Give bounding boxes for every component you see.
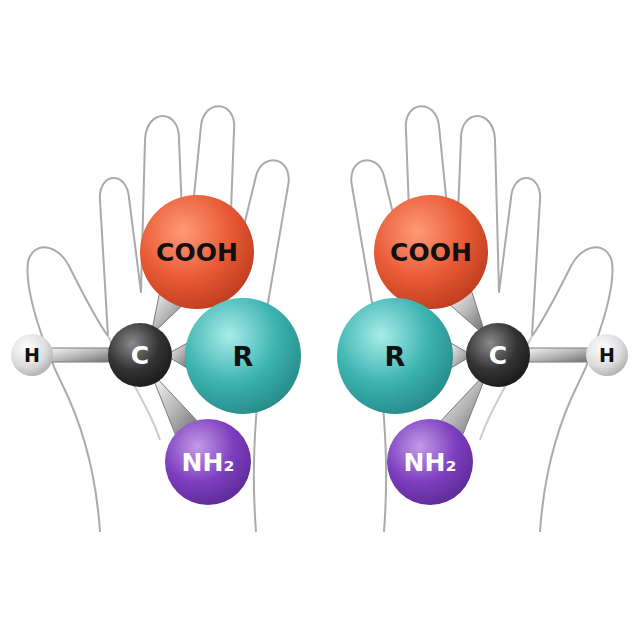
atom-label: NH₂ <box>404 448 457 477</box>
atom-label: C <box>489 341 507 370</box>
atom-sphere: R <box>185 298 301 414</box>
atom-sphere: H <box>11 334 53 376</box>
atom-sphere: NH₂ <box>387 419 473 505</box>
atom-sphere: COOH <box>140 195 254 309</box>
atom-sphere: COOH <box>374 195 488 309</box>
atom-label: H <box>24 344 40 366</box>
atom-sphere: C <box>108 323 172 387</box>
atom-label: R <box>385 341 406 372</box>
bond-stick <box>527 348 589 362</box>
atom-label: H <box>599 344 615 366</box>
atom-sphere: C <box>466 323 530 387</box>
bond-stick <box>50 348 111 362</box>
atom-label: R <box>233 341 254 372</box>
atom-sphere: NH₂ <box>165 419 251 505</box>
atom-label: COOH <box>156 238 238 267</box>
atom-sphere: H <box>586 334 628 376</box>
atom-label: NH₂ <box>182 448 235 477</box>
atom-label: COOH <box>390 238 472 267</box>
atom-sphere: R <box>337 298 453 414</box>
atom-label: C <box>131 341 149 370</box>
